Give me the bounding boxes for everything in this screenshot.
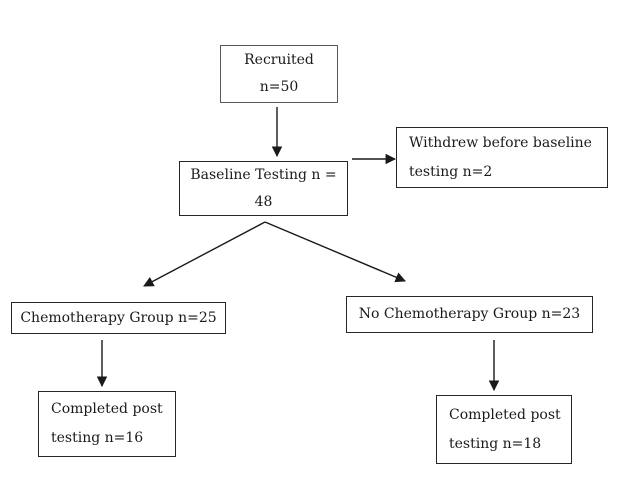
completed-post-chemo-line-2: testing n=16 [51, 430, 144, 446]
withdrew-line-2: testing n=2 [409, 163, 493, 180]
baseline-line-2: 48 [254, 193, 273, 210]
completed-post-chemo-box: Completed post testing n=16 [38, 391, 176, 457]
withdrew-line-1: Withdrew before baseline [409, 134, 592, 151]
chemotherapy-group-box: Chemotherapy Group n=25 [11, 302, 226, 334]
withdrew-box: Withdrew before baseline testing n=2 [396, 127, 608, 188]
completed-post-chemo-line-1: Completed post [51, 401, 163, 417]
baseline-testing-box: Baseline Testing n = 48 [179, 161, 348, 216]
arrow-baseline-to-chemo-group [143, 221, 266, 287]
completed-post-no-chemo-box: Completed post testing n=18 [436, 395, 572, 464]
recruited-box: Recruited n=50 [220, 45, 338, 103]
recruited-line-2: n=50 [259, 79, 299, 95]
no-chemotherapy-group-label: No Chemotherapy Group n=23 [358, 306, 581, 322]
no-chemotherapy-group-box: No Chemotherapy Group n=23 [346, 296, 593, 333]
arrow-baseline-to-no-chemo-group [264, 221, 406, 283]
chemotherapy-group-label: Chemotherapy Group n=25 [20, 309, 217, 326]
recruited-line-1: Recruited [244, 52, 314, 68]
completed-post-no-chemo-line-1: Completed post [449, 406, 561, 423]
completed-post-no-chemo-line-2: testing n=18 [449, 435, 542, 452]
baseline-line-1: Baseline Testing n = [190, 166, 337, 183]
